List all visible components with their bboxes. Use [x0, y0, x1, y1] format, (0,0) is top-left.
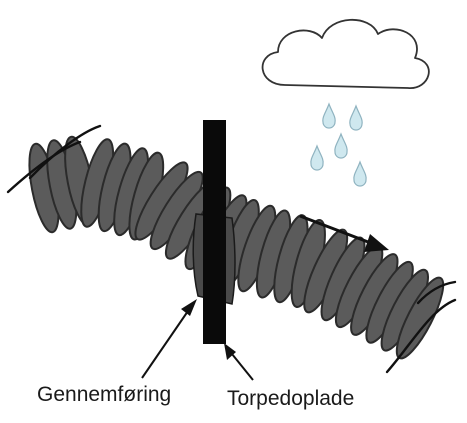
raindrop-icon [353, 160, 367, 187]
hose-left-end-arc-bottom [6, 140, 82, 194]
label-torpedo-plate: Torpedoplade [227, 387, 355, 410]
raindrop-icon [310, 144, 324, 171]
torpedo-arrow-icon [224, 343, 236, 360]
cloud-icon [261, 18, 430, 89]
flow-arrow-line [299, 214, 377, 247]
torpedo-leader-line [231, 353, 254, 381]
hose-right-end-arc-top [416, 280, 457, 305]
hose-left-end-arc-top [28, 124, 102, 180]
penetration-arrow-icon [181, 299, 197, 316]
hose-right-end-arc-bottom [385, 298, 457, 374]
label-penetration: Gennemføring [37, 383, 172, 406]
raindrops [310, 102, 367, 187]
flow-arrow-icon [364, 234, 389, 252]
torpedo-plate [203, 120, 226, 344]
penetration-leader-line [141, 310, 189, 379]
raindrop-icon [322, 102, 336, 129]
raindrop-icon [349, 104, 363, 131]
raindrop-icon [334, 132, 348, 159]
